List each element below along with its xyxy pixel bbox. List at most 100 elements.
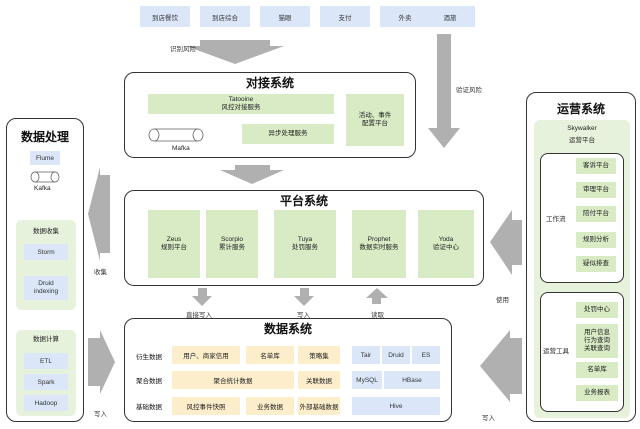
- activity-line2: 配置平台: [362, 120, 388, 127]
- arrow-use: [490, 210, 522, 275]
- store-hive: Hive: [352, 397, 440, 415]
- aggregate-stats-data: 聚合统计数据: [172, 371, 294, 389]
- store-druid: Druid: [382, 346, 410, 364]
- source-payment: 支付: [320, 6, 370, 27]
- tool-penalty-center: 处罚中心: [576, 302, 618, 318]
- tatooine-name: Tatooine: [228, 95, 254, 103]
- yoda-desc: 验证中心: [433, 244, 459, 251]
- label-collect: 收集: [94, 269, 107, 276]
- tool-business-report: 业务报表: [576, 385, 618, 401]
- zeus-desc: 规则平台: [161, 244, 187, 251]
- platform-system-title: 平台系统: [279, 194, 328, 208]
- workflow-complaint: 客诉平台: [576, 158, 616, 174]
- prophet-name: Prophet: [367, 235, 391, 243]
- workflow-label: 工作流: [546, 216, 566, 223]
- label-read: 读取: [371, 312, 384, 319]
- strategy-set: 策略集: [298, 346, 340, 364]
- spark: Spark: [24, 374, 68, 390]
- tool-user-query-l1: 用户信息: [584, 328, 610, 336]
- arrow-read: [366, 288, 388, 304]
- label-direct-write: 直接写入: [186, 312, 212, 319]
- source-dining: 到店餐饮: [140, 6, 190, 27]
- arrow-verify-risk: [428, 34, 460, 148]
- tool-user-query-l3: 关联查询: [584, 345, 610, 353]
- workflow-compensation: 陪付平台: [576, 206, 616, 222]
- arrow-write-mid: [294, 288, 314, 306]
- druid-indexing-l1: Druid: [38, 280, 54, 288]
- data-system-title: 数据系统: [263, 322, 312, 336]
- row-label-basic: 基础数据: [136, 404, 162, 411]
- tuya-name: Tuya: [297, 235, 313, 243]
- prophet-desc: 数据实时服务: [359, 244, 399, 251]
- label-verify-risk: 验证风险: [456, 87, 482, 94]
- arrow-identify-risk: [186, 40, 284, 64]
- data-compute-title: 数据计算: [33, 336, 59, 343]
- zeus-name: Zeus: [166, 235, 182, 243]
- source-takeout: 外卖: [380, 6, 430, 27]
- scorpio-accumulation: Scorpio 累计服务: [206, 210, 258, 278]
- source-hotel: 酒旅: [425, 6, 475, 27]
- druid-indexing-l2: indexing: [33, 288, 59, 295]
- scorpio-desc: 累计服务: [219, 244, 245, 251]
- label-write-left: 写入: [94, 411, 107, 418]
- flume: Flume: [30, 151, 60, 165]
- arrow-collect: [88, 167, 110, 261]
- scorpio-name: Scorpio: [220, 235, 244, 243]
- arrow-docking-platform: [220, 165, 284, 184]
- label-write-right: 写入: [482, 415, 495, 422]
- arrow-write-right: [480, 330, 522, 402]
- tatooine-service: Tatooine 风控对接服务: [148, 94, 334, 114]
- tool-user-query: 用户信息 行为查询 关联查询: [576, 324, 618, 358]
- zeus-rule-platform: Zeus 规则平台: [148, 210, 200, 278]
- tuya-penalty-service: Tuya 处罚服务: [274, 210, 336, 278]
- ops-system-title: 运营系统: [556, 102, 605, 116]
- data-processing-title: 数据处理: [20, 130, 69, 144]
- event-snapshot: 风控事件快照: [172, 397, 240, 415]
- row-label-aggregate: 聚合数据: [136, 378, 162, 385]
- store-hbase: HBase: [384, 371, 440, 389]
- kafka-cylinder-icon: [30, 170, 60, 183]
- storm: Storm: [24, 244, 68, 260]
- label-identify-risk: 识别风险: [170, 46, 196, 53]
- etl: ETL: [24, 353, 68, 369]
- blacklist-db: 名单库: [246, 346, 294, 364]
- business-data: 业务数据: [246, 397, 294, 415]
- mafka-cylinder-icon: [148, 128, 204, 142]
- store-tair: Tair: [352, 346, 380, 364]
- prophet-realtime: Prophet 数据实时服务: [352, 210, 406, 278]
- label-use: 使用: [496, 297, 509, 304]
- async-service: 异步处理服务: [242, 124, 334, 144]
- row-label-derived: 衍生数据: [136, 354, 162, 361]
- data-collect-title: 数据收集: [33, 228, 59, 235]
- mafka-label: Mafka: [172, 145, 190, 152]
- arrow-write-left: [88, 330, 115, 394]
- docking-system-title: 对接系统: [245, 76, 294, 90]
- hadoop: Hadoop: [24, 395, 68, 411]
- source-maoyan: 猫眼: [260, 6, 310, 27]
- ops-tools-label: 运营工具: [543, 348, 569, 355]
- tatooine-desc: 风控对接服务: [221, 104, 261, 111]
- skywalker-name: Skywalker: [567, 125, 597, 132]
- yoda-verify-center: Yoda 验证中心: [418, 210, 474, 278]
- kafka-label: Kafka: [34, 185, 51, 192]
- relation-data: 关联数据: [298, 371, 340, 389]
- tuya-desc: 处罚服务: [292, 244, 318, 251]
- activity-line1: 活动、事件: [358, 111, 392, 119]
- yoda-name: Yoda: [438, 235, 454, 243]
- label-write-mid: 写入: [297, 312, 310, 319]
- workflow-review: 审理平台: [576, 182, 616, 198]
- skywalker-desc: 运营平台: [569, 137, 595, 144]
- tool-blacklist: 名单库: [576, 362, 618, 378]
- store-mysql: MySQL: [352, 371, 382, 389]
- source-general: 到店综合: [200, 6, 250, 27]
- tool-user-query-l2: 行为查询: [584, 336, 610, 344]
- store-es: ES: [412, 346, 440, 364]
- user-merchant-credit: 用户、商家信用: [172, 346, 240, 364]
- druid-indexing: Druid indexing: [24, 276, 68, 300]
- activity-config-platform: 活动、事件 配置平台: [346, 94, 404, 146]
- external-base-data: 外部基础数据: [298, 397, 340, 415]
- workflow-rule-analysis: 规则分析: [576, 232, 616, 248]
- workflow-suspect-check: 疑似排查: [576, 256, 616, 272]
- arrow-direct-write: [192, 288, 212, 306]
